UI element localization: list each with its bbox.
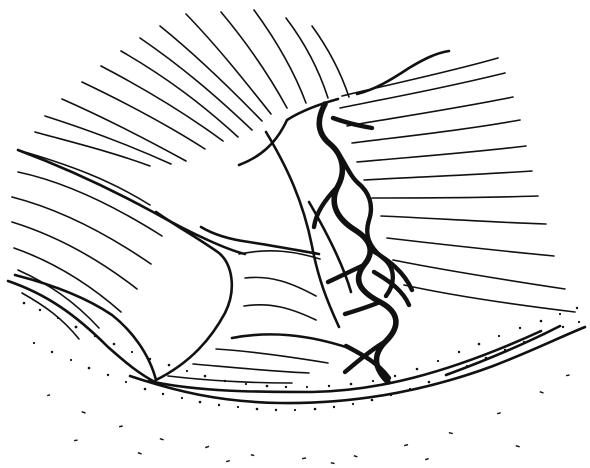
valley-interior-lines — [168, 251, 328, 383]
foreground-stipple — [23, 302, 580, 465]
landform-outlines — [8, 51, 585, 403]
upper-left-slope-hatching — [18, 10, 349, 205]
lower-left-slope-hatching — [12, 172, 162, 339]
river-system — [314, 104, 412, 382]
